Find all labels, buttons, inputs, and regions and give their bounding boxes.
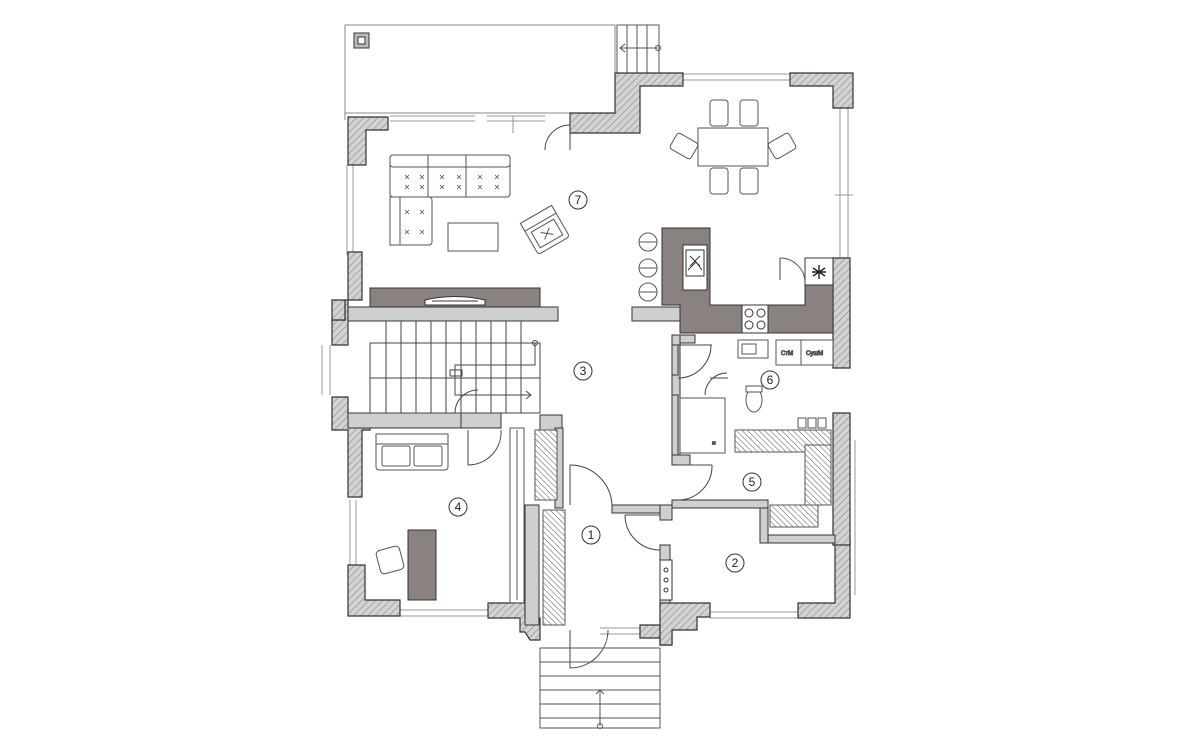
stove-icon (741, 304, 769, 334)
sink-row (797, 417, 827, 429)
washer-label: СтМ (781, 351, 793, 357)
room-3-label: 3 (580, 364, 587, 378)
shoe-cabinet (659, 559, 673, 601)
entrance-steps (539, 647, 661, 729)
room-label-text: 1 2 3 4 5 6 7 (455, 193, 774, 570)
dryer-label: СушМ (806, 351, 823, 357)
room-7-label: 7 (575, 193, 582, 207)
sofa-icon (389, 154, 511, 246)
room-5-label: 5 (749, 475, 756, 489)
wardrobe-doors (509, 427, 525, 604)
bed-icon (375, 433, 449, 471)
appliances: СтМ СушМ (775, 339, 834, 366)
desk-icon (375, 529, 437, 601)
dining-table-icon (669, 99, 797, 195)
interior-walls (347, 306, 836, 626)
room-1-label: 1 (588, 528, 595, 542)
room-6-label: 6 (767, 373, 774, 387)
exterior-walls (331, 72, 854, 646)
door-icon (454, 113, 781, 669)
stairs-icon (369, 321, 541, 414)
shower-icon: ≡ (679, 397, 726, 454)
armchair-icon (519, 204, 569, 254)
fireplace-icon (424, 296, 486, 306)
fan-icon (779, 257, 834, 286)
sink-icon (682, 244, 708, 291)
terrace-steps (616, 24, 661, 76)
coffee-table (447, 222, 499, 252)
terrace (344, 24, 616, 120)
room-4-label: 4 (455, 500, 462, 514)
room-2-label: 2 (732, 556, 739, 570)
washbasin (737, 339, 769, 359)
window-icon (321, 73, 856, 635)
bar-stools (638, 232, 658, 302)
toilet-icon (745, 385, 763, 413)
wardrobe (534, 429, 832, 626)
svg-text:≡: ≡ (712, 441, 716, 447)
room-labels (448, 190, 780, 573)
